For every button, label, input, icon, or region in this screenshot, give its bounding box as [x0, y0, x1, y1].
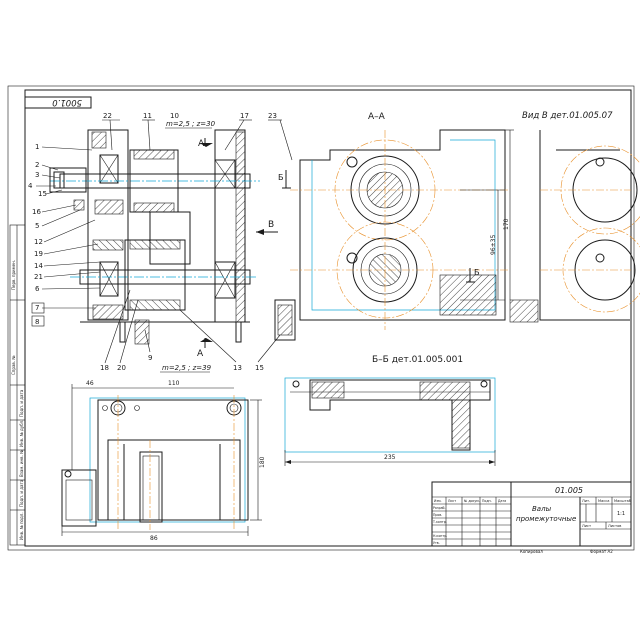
callout-3: 3 — [35, 171, 39, 179]
title-row-doc: № докум. — [464, 499, 480, 503]
callout-6: 6 — [35, 285, 40, 293]
callouts-left: 1 2 3 4 15 16 5 12 19 14 21 6 7 8 — [28, 143, 47, 326]
dim-right-vertical: 180 — [259, 456, 266, 468]
section-aa-title: А–А — [368, 112, 386, 122]
gear-spec-top: m=2,5 ; z=30 — [166, 120, 216, 128]
title-col-scale: Масштаб — [614, 499, 632, 503]
sheet-outer-border — [7, 85, 635, 551]
title-side-row-1: Разраб. — [433, 506, 446, 510]
title-line-1: Валы — [532, 505, 552, 513]
side-strip-label-5: Взам. инв. № — [19, 450, 24, 477]
title-row-sign: Подп. — [482, 499, 492, 503]
callout-13: 13 — [233, 364, 242, 372]
callout-15-bottom: 15 — [255, 364, 264, 372]
callout-19: 19 — [34, 250, 43, 258]
section-marker-a-top: А — [198, 139, 205, 149]
footer-copied: Копировал — [520, 549, 543, 554]
title-doc-number: 01.005 — [555, 486, 583, 495]
title-col-mass: Масса — [598, 499, 609, 503]
callout-20: 20 — [117, 364, 126, 372]
callout-16: 16 — [32, 208, 41, 216]
title-line-2: промежуточные — [516, 515, 576, 523]
callout-7: 7 — [35, 304, 39, 312]
callout-5: 5 — [35, 222, 39, 230]
callout-12: 12 — [34, 238, 43, 246]
section-marker-b2: Б — [474, 268, 480, 277]
dim-aa-vertical-1: 96±35 — [490, 235, 497, 255]
callout-8: 8 — [35, 318, 39, 326]
side-strip-label-1: Перв. примен. — [11, 260, 16, 290]
callout-leaders-left — [31, 146, 101, 327]
title-side-row-5: Н.контр. — [433, 534, 447, 538]
view-v-drawing — [509, 130, 640, 323]
title-row-izm: Изм. — [434, 499, 442, 503]
side-strip-label-4: Инв. № дубл. — [19, 420, 24, 447]
gearbox-section-view — [49, 129, 278, 348]
dim-top-span: 110 — [168, 380, 180, 387]
left-side-strip: Перв. примен. Справ. № Подп. и дата Инв.… — [9, 224, 26, 546]
dim-bb-width: 235 — [384, 454, 396, 461]
dim-left-top: 46 — [86, 380, 94, 387]
title-block — [431, 481, 632, 547]
view-marker-v: В — [268, 220, 274, 230]
side-strip-label-7: Инв. № подл. — [19, 512, 24, 540]
title-side-row-2: Пров. — [433, 513, 442, 517]
callout-22: 22 — [103, 112, 112, 120]
side-strip-label-3: Подп. и дата — [19, 389, 24, 417]
section-bb-title: Б–Б дет.01.005.001 — [372, 355, 463, 365]
callout-10: 10 — [170, 112, 179, 120]
title-sheet-label: Лист — [582, 524, 591, 528]
section-bb-view — [284, 377, 496, 466]
side-strip-label-2: Справ. № — [11, 356, 16, 375]
callout-17: 17 — [240, 112, 249, 120]
section-aa-view — [274, 129, 514, 341]
title-side-row-3: Т.контр. — [432, 520, 447, 524]
callout-21: 21 — [34, 273, 43, 281]
side-strip-label-6: Подп. и дата — [19, 479, 24, 507]
dim-aa-vertical-2: 170 — [503, 218, 510, 230]
title-side-row-6: Утв. — [433, 541, 440, 545]
section-marker-a-bottom: А — [197, 349, 204, 359]
plan-view — [61, 384, 262, 536]
view-v-title: Вид В дет.01.005.07 — [522, 111, 613, 121]
gear-spec-bottom: m=2,5 ; z=39 — [162, 364, 212, 372]
callout-15: 15 — [38, 190, 47, 198]
section-marker-b1: Б — [278, 173, 284, 182]
stamp-box: 5001.0 — [24, 96, 92, 109]
title-sheets-label: Листов — [608, 524, 621, 528]
stamp-number: 5001.0 — [52, 97, 82, 107]
dim-bottom-span: 86 — [150, 535, 158, 542]
title-col-lit: Лит. — [582, 499, 590, 503]
callout-14: 14 — [34, 262, 43, 270]
callout-1: 1 — [35, 143, 39, 151]
callout-23: 23 — [268, 112, 277, 120]
callout-4: 4 — [28, 182, 33, 190]
title-row-list: Лист — [448, 499, 456, 503]
footer-format: Формат А2 — [590, 549, 613, 554]
callout-2: 2 — [35, 161, 39, 169]
callout-11: 11 — [143, 112, 152, 120]
title-row-date: Дата — [498, 499, 506, 503]
title-scale-value: 1:1 — [617, 511, 625, 517]
callout-9: 9 — [148, 354, 152, 362]
callout-18: 18 — [100, 364, 109, 372]
